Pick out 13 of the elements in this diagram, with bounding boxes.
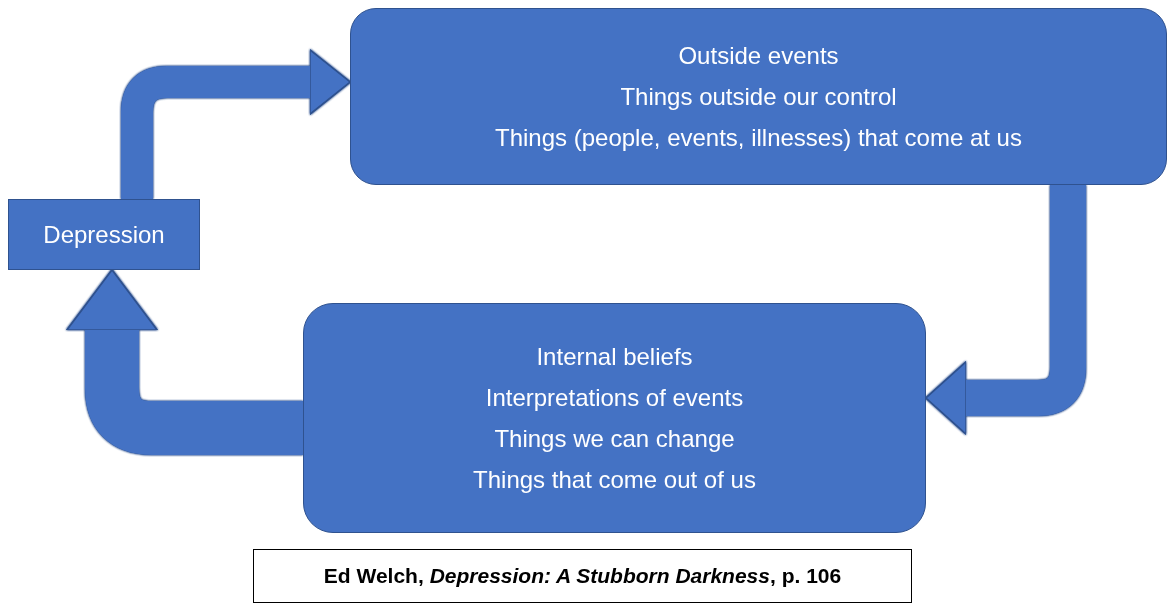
box-text: Outside events (678, 41, 839, 71)
rounded-box (350, 8, 1167, 185)
box-text: Depression (43, 220, 165, 250)
citation-text: Ed Welch, Depression: A Stubborn Darkness, p. 106 (323, 564, 842, 588)
box-text: Things we can change (494, 424, 735, 454)
block-arrow (925, 185, 1086, 435)
box-text: Things that come out of us (473, 465, 756, 495)
box-text: Things outside our control (620, 82, 897, 112)
box-text: Interpretations of events (485, 383, 744, 413)
label-box (8, 199, 200, 270)
box-text: Internal beliefs (536, 342, 693, 372)
box-text: Things (people, events, illnesses) that come at us (495, 123, 1022, 153)
rounded-box (303, 303, 926, 533)
